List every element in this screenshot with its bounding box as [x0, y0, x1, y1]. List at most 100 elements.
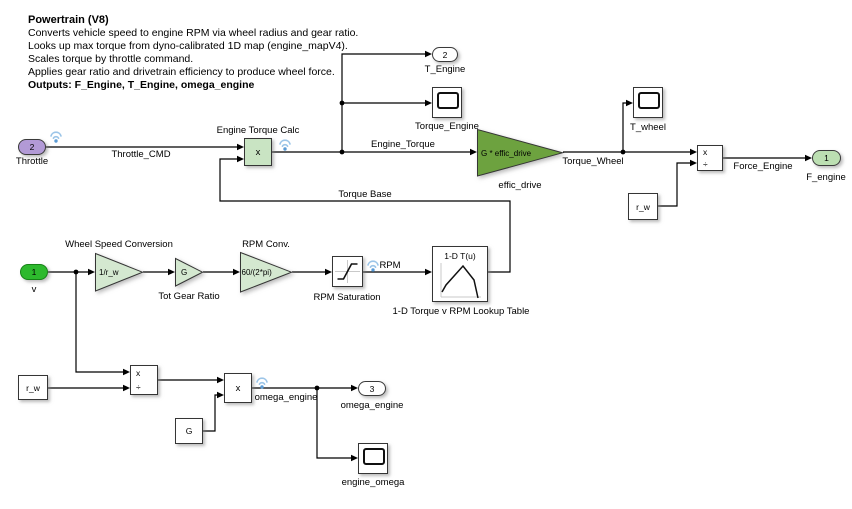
outport-f-engine-label: F_engine	[806, 172, 846, 183]
product-omega-block[interactable]: x	[224, 373, 252, 403]
rpm-conv-out-wire-arrowhead	[325, 268, 332, 276]
t-wheel-scope-label: T_wheel	[630, 122, 666, 133]
outport-t-engine[interactable]: 2	[432, 47, 458, 62]
engine-omega-scope-wire[interactable]	[316, 388, 351, 459]
torque-engine-scope-label: Torque_Engine	[415, 121, 479, 132]
signal-label-engine-torque: Engine_Torque	[371, 139, 435, 150]
constant-g-block[interactable]: G	[175, 418, 203, 444]
signal-label-rpm: RPM	[379, 260, 401, 271]
scope-screen-icon	[437, 92, 459, 109]
signal-logging-icon	[50, 131, 62, 143]
gain-effic-drive-expr: G * effic_drive	[481, 149, 532, 158]
constant-value: G	[185, 426, 193, 436]
note-outputs-line: Outputs: F_Engine, T_Engine, omega_engin…	[28, 79, 255, 91]
rpm-saturation-label: RPM Saturation	[313, 292, 381, 303]
torque-engine-scope-wire-arrowhead	[425, 99, 432, 107]
gain-rpm-conv-block[interactable]: 60/(2*pi)	[240, 251, 293, 293]
rpm-wire-arrowhead	[425, 268, 432, 276]
note-line: Applies gear ratio and drivetrain effici…	[28, 66, 335, 78]
divide-numerator-symbol: x	[136, 368, 141, 378]
engine-omega-scope-wire-arrowhead	[351, 454, 358, 462]
lookup-curve-icon: 1-D T(u)	[440, 251, 481, 299]
r-w-to-divide-wire[interactable]	[658, 162, 690, 207]
v-branch-wire[interactable]	[75, 272, 123, 373]
outport-omega-engine[interactable]: 3	[358, 381, 386, 396]
signal-label-torque-wheel: Torque_Wheel	[562, 156, 624, 167]
t-engine-branch-wire-arrowhead	[425, 50, 432, 58]
engine-torque-wire-arrowhead	[470, 148, 477, 156]
gain-rpm-conv-expr: 60/(2*pi)	[242, 268, 273, 277]
inport-throttle-label: Throttle	[15, 156, 49, 167]
model-description-note: Powertrain (V8) Converts vehicle speed t…	[28, 14, 468, 92]
constant-r-w-top-block[interactable]: r_w	[628, 193, 658, 220]
rpm-saturation-block[interactable]	[332, 256, 363, 287]
constant-r-w-bottom-block[interactable]: r_w	[18, 375, 48, 400]
engine-torque-calc-label: Engine Torque Calc	[216, 125, 300, 136]
t-engine-branch-wire[interactable]	[341, 53, 425, 152]
torque-base-wire[interactable]	[219, 158, 511, 273]
torque-engine-scope-block[interactable]	[432, 87, 462, 118]
inport-v[interactable]: 1	[20, 264, 48, 280]
branch-dot	[73, 269, 79, 275]
product-symbol: x	[235, 382, 241, 394]
rpm-conv-label: RPM Conv.	[242, 239, 290, 250]
outport-f-engine-number: 1	[824, 153, 829, 163]
throttle-cmd-wire-arrowhead	[237, 143, 244, 151]
constant-value: r_w	[636, 201, 650, 212]
lookup-table-label: 1-D Torque v RPM Lookup Table	[392, 306, 530, 317]
r-w-to-divide-wire-arrowhead	[690, 159, 697, 167]
constant-value: r_w	[26, 382, 40, 393]
gain-wheel-speed-block[interactable]: 1/r_w	[95, 252, 144, 292]
note-line: Looks up max torque from dyno-calibrated…	[28, 40, 348, 52]
lookup-table-block[interactable]: 1-D T(u)	[432, 246, 488, 302]
branch-dot	[339, 100, 345, 106]
signal-label-throttle-cmd: Throttle_CMD	[111, 149, 171, 160]
outport-f-engine[interactable]: 1	[812, 150, 841, 166]
wheel-omega-wire-arrowhead	[217, 376, 224, 384]
v-wire-arrowhead	[88, 268, 95, 276]
torque-wheel-wire-arrowhead	[690, 148, 697, 156]
divide-numerator-symbol: x	[703, 147, 708, 157]
gain-tot-gear-ratio-expr: G	[181, 268, 187, 277]
lookup-table-title: 1-D T(u)	[444, 251, 476, 261]
engine-omega-scope-block[interactable]	[358, 443, 388, 474]
gain-tot-gear-ratio-block[interactable]: G	[175, 257, 204, 287]
inport-v-label: v	[31, 284, 37, 295]
inport-throttle-number: 2	[29, 142, 35, 152]
saturation-icon	[335, 260, 360, 283]
signal-logging-icon	[367, 260, 379, 272]
product-symbol: x	[255, 146, 261, 158]
t-wheel-scope-wire-arrowhead	[626, 99, 633, 107]
engine-omega-scope-label: engine_omega	[341, 477, 405, 488]
t-wheel-scope-wire[interactable]	[622, 102, 626, 152]
engine-torque-calc-product-block[interactable]: x	[244, 138, 272, 166]
inport-v-number: 1	[31, 267, 37, 277]
inport-throttle[interactable]: 2	[18, 139, 46, 155]
tot-gear-ratio-label: Tot Gear Ratio	[158, 291, 220, 302]
scope-screen-icon	[363, 448, 385, 465]
scope-screen-icon	[638, 92, 660, 109]
note-title: Powertrain (V8)	[28, 14, 109, 26]
g-to-product-wire[interactable]	[203, 394, 217, 432]
wheel-speed-out-wire-arrowhead	[168, 268, 175, 276]
outport-t-engine-label: T_Engine	[424, 64, 466, 75]
branch-dot	[620, 149, 626, 155]
branch-dot	[339, 149, 345, 155]
outport-t-engine-number: 2	[442, 49, 448, 60]
divide-wheel-block[interactable]: x ÷	[130, 365, 158, 395]
gain-wheel-speed-expr: 1/r_w	[99, 268, 119, 277]
gain-effic-drive-block[interactable]: G * effic_drive	[477, 128, 565, 177]
r-w-bottom-wire-arrowhead	[123, 384, 130, 392]
note-line: Converts vehicle speed to engine RPM via…	[28, 27, 359, 39]
gear-ratio-out-wire-arrowhead	[233, 268, 240, 276]
t-wheel-scope-block[interactable]	[633, 87, 663, 118]
signal-label-force-engine: Force_Engine	[733, 161, 793, 172]
divide-force-block[interactable]: x ÷	[697, 145, 723, 171]
outport-omega-engine-label: omega_engine	[340, 400, 404, 411]
omega-engine-wire-arrowhead	[351, 384, 358, 392]
divide-denominator-symbol: ÷	[703, 159, 708, 169]
force-engine-wire-arrowhead	[805, 154, 812, 162]
divide-denominator-symbol: ÷	[136, 382, 141, 392]
